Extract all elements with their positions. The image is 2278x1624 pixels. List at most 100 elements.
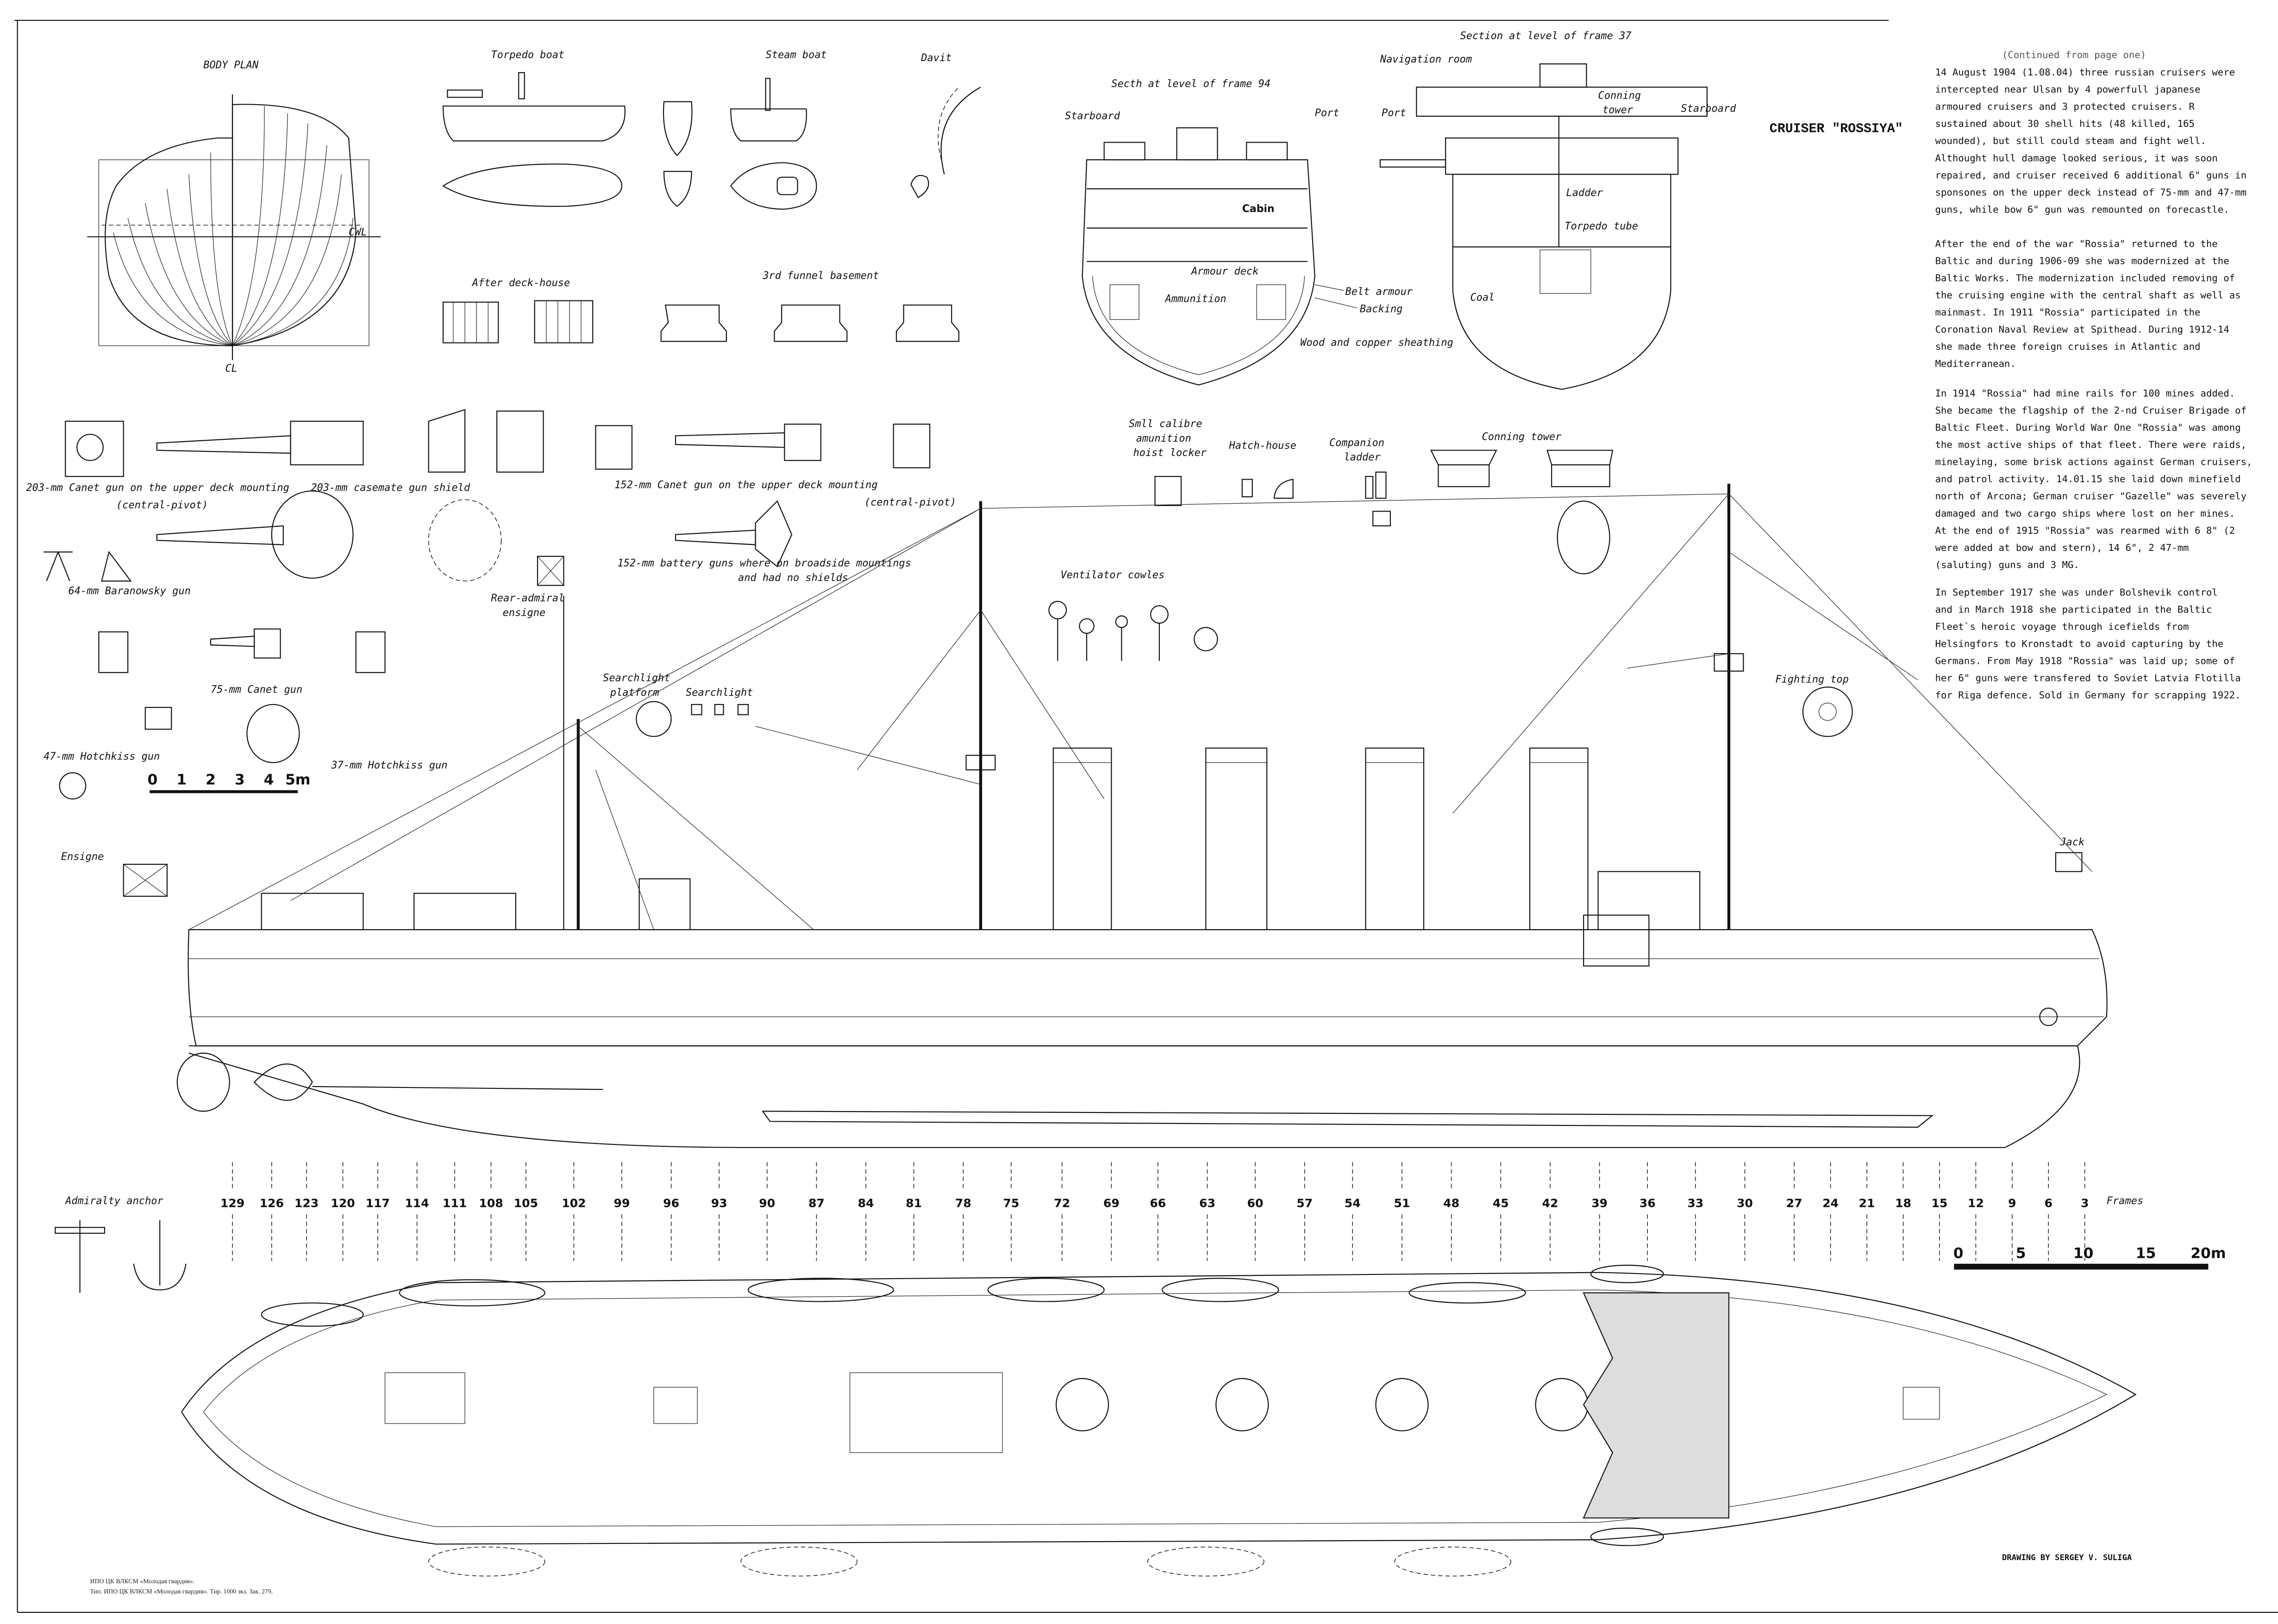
history-text: 14 August 1904 (1.08.04) three russian c…	[1935, 67, 2252, 700]
continued-note: (Continued from page one)	[2002, 50, 2146, 61]
history-line: repaired, and cruiser received 6 additio…	[1935, 169, 2247, 181]
gun-details: 203-mm Canet gun on the upper deck mount…	[26, 409, 956, 800]
history-line: Mediterranean.	[1935, 358, 2015, 369]
history-line: were added at bow and stern), 14 6", 2 4…	[1935, 542, 2189, 553]
frame-number: 48	[1443, 1196, 1459, 1210]
side-elevation: Ensigne Searchlight platform Searchlight…	[61, 483, 2108, 1148]
history-line: (saluting) guns and 3 MG.	[1935, 559, 2079, 570]
small-calibre-label-1: Smll calibre	[1129, 418, 1202, 430]
frame-number: 81	[906, 1196, 922, 1210]
large-scale-label: 0	[1953, 1245, 1964, 1262]
frames-label: Frames	[2107, 1195, 2143, 1207]
large-scale-label: 5	[2016, 1245, 2026, 1262]
small-scale-label: 0	[148, 771, 158, 788]
history-line: Germans. From May 1918 "Rossia" was laid…	[1935, 656, 2235, 667]
frame-number: 42	[1542, 1196, 1558, 1210]
small-calibre-label-2: amunition	[1136, 433, 1191, 444]
frame-number: 39	[1591, 1196, 1608, 1210]
torpedo-tube-label: Torpedo tube	[1565, 221, 1638, 232]
section-frame-37: Section at level of frame 37 Navigation …	[1379, 31, 1736, 390]
boat-details: Torpedo boat Steam boat Davit	[442, 50, 981, 210]
frame-number: 123	[294, 1196, 319, 1210]
history-line: In September 1917 she was under Bolshevi…	[1935, 587, 2217, 598]
belt-armour-label: Belt armour	[1346, 286, 1413, 298]
frame-number: 66	[1150, 1196, 1166, 1210]
conning-tower-label-2: tower	[1602, 105, 1633, 116]
frame-number: 24	[1822, 1196, 1839, 1210]
frame-number: 111	[443, 1196, 467, 1210]
small-scale-label: 5m	[285, 771, 311, 788]
frame-number: 117	[366, 1196, 390, 1210]
history-line: damaged and two cargo ships where lost o…	[1935, 508, 2235, 519]
frame-number: 36	[1640, 1196, 1656, 1210]
history-line: she made three foreign cruises in Atlant…	[1935, 341, 2200, 352]
history-line: In 1914 "Rossia" had mine rails for 100 …	[1935, 388, 2235, 399]
ammunition-label: Ammunition	[1164, 294, 1226, 305]
body-plan-label: BODY PLAN	[203, 59, 259, 71]
cwl-label: CWL	[349, 226, 367, 238]
frame-number: 84	[858, 1196, 874, 1210]
history-line: Baltic Fleet. During World War One "Ross…	[1935, 422, 2240, 433]
port-label-37: Port	[1382, 107, 1406, 119]
frame-number: 69	[1103, 1196, 1120, 1210]
frame-number: 15	[1931, 1196, 1947, 1210]
frame-number: 120	[331, 1196, 355, 1210]
history-line: Helsingfors to Kronstadt to avoid captur…	[1935, 638, 2223, 650]
searchlight-label: Searchlight	[686, 687, 753, 699]
cl-label: CL	[225, 363, 237, 375]
battery-152-label-2: and had no shields	[738, 572, 848, 584]
casemate-shield-label: 203-mm casemate gun shield	[311, 482, 470, 494]
fitting-details: Smll calibre amunition hoist locker Hatc…	[1048, 418, 1853, 737]
coal-label: Coal	[1470, 292, 1495, 304]
small-scale-label: 4	[264, 771, 274, 788]
large-scale-label: 15	[2136, 1245, 2156, 1262]
history-line: She became the flagship of the 2-nd Crui…	[1935, 405, 2247, 416]
frame-number: 9	[2008, 1196, 2016, 1210]
starboard-label-37: Starboard	[1681, 103, 1736, 115]
conning-tower-label-1: Conning	[1598, 90, 1641, 101]
deck-house-details: After deck-house 3rd funnel basement	[442, 270, 960, 344]
large-scale-label: 10	[2073, 1245, 2094, 1262]
frame-number: 33	[1687, 1196, 1703, 1210]
fighting-top-label: Fighting top	[1775, 674, 1849, 686]
wood-copper-label: Wood and copper sheathing	[1300, 337, 1453, 349]
section-37-title: Section at level of frame 37	[1460, 31, 1631, 42]
history-line: Fleet`s heroic voyage through icefields …	[1935, 621, 2189, 632]
frame-number: 72	[1054, 1196, 1070, 1210]
cabin-label: Cabin	[1242, 203, 1275, 215]
history-line: north of Arcona; German cruiser "Gazelle…	[1935, 491, 2247, 502]
frame-number: 75	[1003, 1196, 1019, 1210]
history-line: sustained about 30 shell hits (48 killed…	[1935, 118, 2194, 129]
history-line: for Riga defence. Sold in Germany for sc…	[1935, 690, 2240, 701]
third-funnel-basement-label: 3rd funnel basement	[762, 270, 879, 281]
jack-label: Jack	[2059, 837, 2084, 848]
companion-ladder-label-1: Companion	[1329, 437, 1384, 449]
gun-152-label: 152-mm Canet gun on the upper deck mount…	[614, 479, 877, 491]
frame-number: 129	[220, 1196, 244, 1210]
history-line: Baltic and during 1906-09 she was modern…	[1935, 255, 2229, 266]
body-plan: BODY PLAN CWL CL	[87, 59, 381, 375]
drawing-title: CRUISER "ROSSIYA"	[1770, 122, 1903, 137]
history-line: Coronation Naval Review at Spithead. Dur…	[1935, 324, 2229, 335]
frame-number: 114	[405, 1196, 429, 1210]
history-line: the most active ships of that fleet. The…	[1935, 439, 2247, 450]
frame-number: 27	[1786, 1196, 1802, 1210]
history-line: minelaying, some brisk actions against G…	[1935, 456, 2252, 468]
frame-number: 96	[663, 1196, 679, 1210]
central-pivot-label-1: (central-pivot)	[116, 500, 208, 511]
frame-number: 87	[808, 1196, 825, 1210]
imprint-line-1: ИПО ЦК ВЛКСМ «Молодая гвардия».	[90, 1578, 195, 1585]
navigation-room-label: Navigation room	[1380, 54, 1472, 65]
frame-number: 21	[1859, 1196, 1875, 1210]
deck-plan	[181, 1264, 2137, 1577]
ventilator-label: Ventilator cowles	[1061, 569, 1165, 581]
history-line: At the end of 1915 "Rossia" was rearmed …	[1935, 525, 2235, 536]
history-line: and in March 1918 she participated in th…	[1935, 604, 2212, 615]
frame-number: 108	[479, 1196, 503, 1210]
gun-203-label: 203-mm Canet gun on the upper deck mount…	[26, 482, 289, 494]
small-scale-label: 3	[235, 771, 245, 788]
history-line: guns, while bow 6" gun was remounted on …	[1935, 204, 2229, 215]
